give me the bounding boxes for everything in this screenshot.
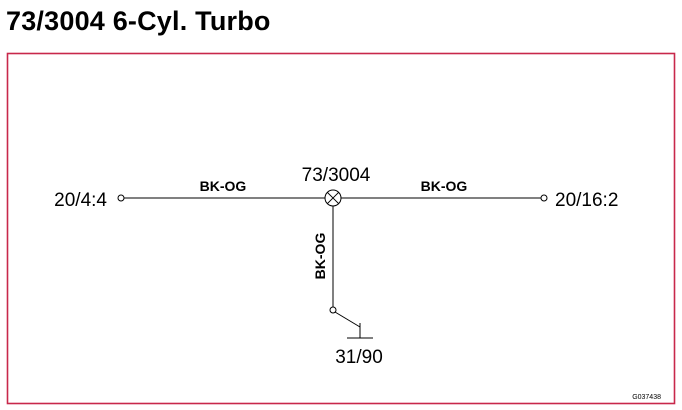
ground-icon [334,311,373,339]
component-label: 73/3004 [302,165,371,186]
terminal-left [117,194,125,202]
page-title: 73/3004 6-Cyl. Turbo [6,6,271,36]
terminal-right [540,194,548,202]
connector-left-label: 20/4:4 [54,190,107,211]
wire-down-label: BK-OG [312,233,328,280]
terminal-bottom [329,306,337,314]
crossed-circle-icon [324,189,342,207]
connector-right-label: 20/16:2 [555,190,618,211]
ground-label: 31/90 [335,347,383,368]
diagram-frame [6,52,676,405]
wire-left-label: BK-OG [200,178,247,194]
wire-right-label: BK-OG [421,178,468,194]
figure-id: G037438 [632,394,661,401]
